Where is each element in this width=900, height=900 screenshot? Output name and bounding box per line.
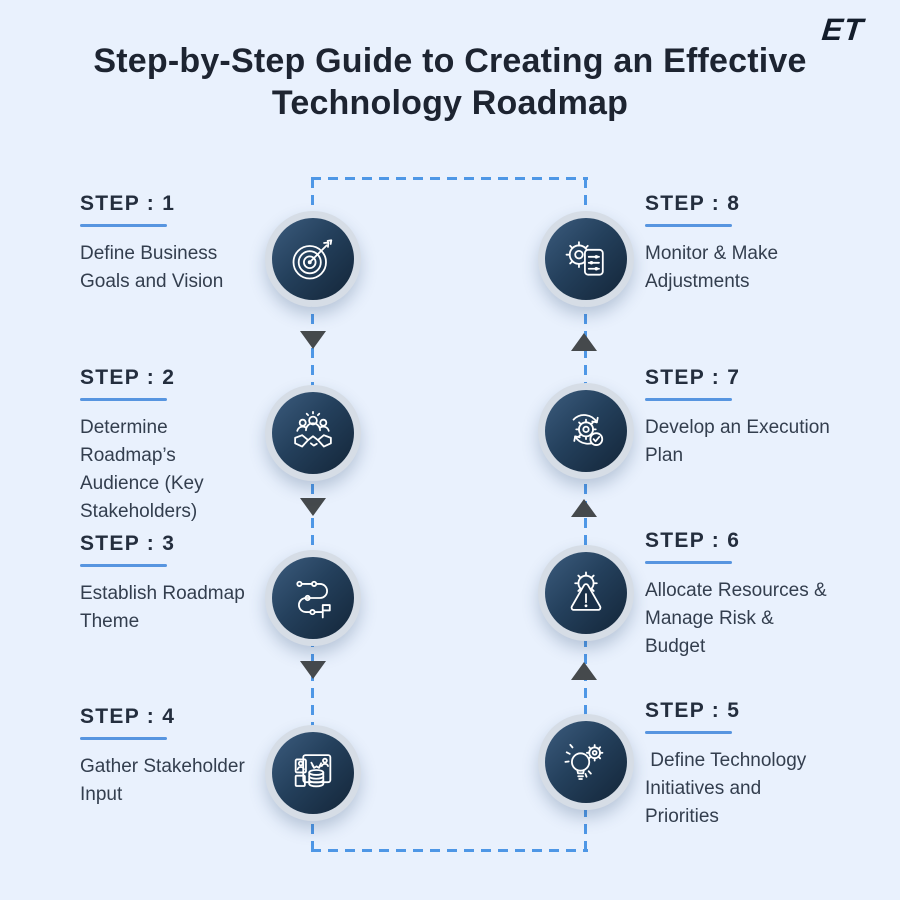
step-5-underline [645, 731, 732, 734]
arrow-down-2 [300, 498, 326, 516]
step-6-node [538, 545, 634, 641]
monitor-gear-checklist-icon [560, 233, 612, 285]
step-8-panel: STEP : 8 Monitor & Make Adjustments [645, 192, 835, 296]
step-5-node [538, 714, 634, 810]
step-5-label: STEP : 5 [645, 699, 741, 722]
step-4-underline [80, 737, 167, 740]
step-3-description: Establish Roadmap Theme [80, 583, 250, 632]
step-3-panel: STEP : 3 Establish Roadmap Theme [80, 532, 255, 636]
step-5-description: Define Technology Initiatives and Priori… [645, 750, 812, 827]
gather-input-icon [287, 747, 339, 799]
step-2-description: Determine Roadmap’s Audience (Key Stakeh… [80, 417, 209, 522]
step-4-node [265, 725, 361, 821]
step-1-panel: STEP : 1 Define Business Goals and Visio… [80, 192, 255, 296]
step-8-node [538, 211, 634, 307]
arrow-down-3 [300, 661, 326, 679]
step-2-underline [80, 398, 167, 401]
step-3-node [265, 550, 361, 646]
risk-warning-gear-icon [560, 567, 612, 619]
step-1-description: Define Business Goals and Vision [80, 243, 224, 292]
step-1-node [265, 211, 361, 307]
arrow-up-2 [571, 499, 597, 517]
step-1-label: STEP : 1 [80, 192, 176, 215]
step-4-panel: STEP : 4 Gather Stakeholder Input [80, 705, 255, 809]
step-5-panel: STEP : 5 Define Technology Initiatives a… [645, 699, 835, 831]
step-6-underline [645, 561, 732, 564]
step-3-label: STEP : 3 [80, 532, 176, 555]
step-7-panel: STEP : 7 Develop an Execution Plan [645, 366, 835, 470]
execution-gear-sync-icon [560, 405, 612, 457]
step-6-label: STEP : 6 [645, 529, 741, 552]
step-7-description: Develop an Execution Plan [645, 417, 836, 466]
arrow-up-3 [571, 662, 597, 680]
arrow-up-1 [571, 333, 597, 351]
step-2-panel: STEP : 2 Determine Roadmap’s Audience (K… [80, 366, 255, 526]
page-title: Step-by-Step Guide to Creating an Effect… [93, 42, 807, 123]
connector-bottom [311, 849, 588, 852]
step-8-description: Monitor & Make Adjustments [645, 243, 783, 292]
roadmap-route-icon [287, 572, 339, 624]
step-6-panel: STEP : 6 Allocate Resources & Manage Ris… [645, 529, 835, 661]
step-2-label: STEP : 2 [80, 366, 176, 389]
step-8-label: STEP : 8 [645, 192, 741, 215]
step-4-label: STEP : 4 [80, 705, 176, 728]
step-1-underline [80, 224, 167, 227]
target-goal-icon [287, 233, 339, 285]
step-2-node [265, 385, 361, 481]
arrow-down-1 [300, 331, 326, 349]
idea-lightbulb-gear-icon [560, 736, 612, 788]
step-7-label: STEP : 7 [645, 366, 741, 389]
connector-top [311, 177, 588, 180]
step-8-underline [645, 224, 732, 227]
step-7-underline [645, 398, 732, 401]
step-6-description: Allocate Resources & Manage Risk & Budge… [645, 580, 832, 657]
step-7-node [538, 383, 634, 479]
step-4-description: Gather Stakeholder Input [80, 756, 251, 805]
step-3-underline [80, 564, 167, 567]
stakeholders-handshake-icon [287, 407, 339, 459]
